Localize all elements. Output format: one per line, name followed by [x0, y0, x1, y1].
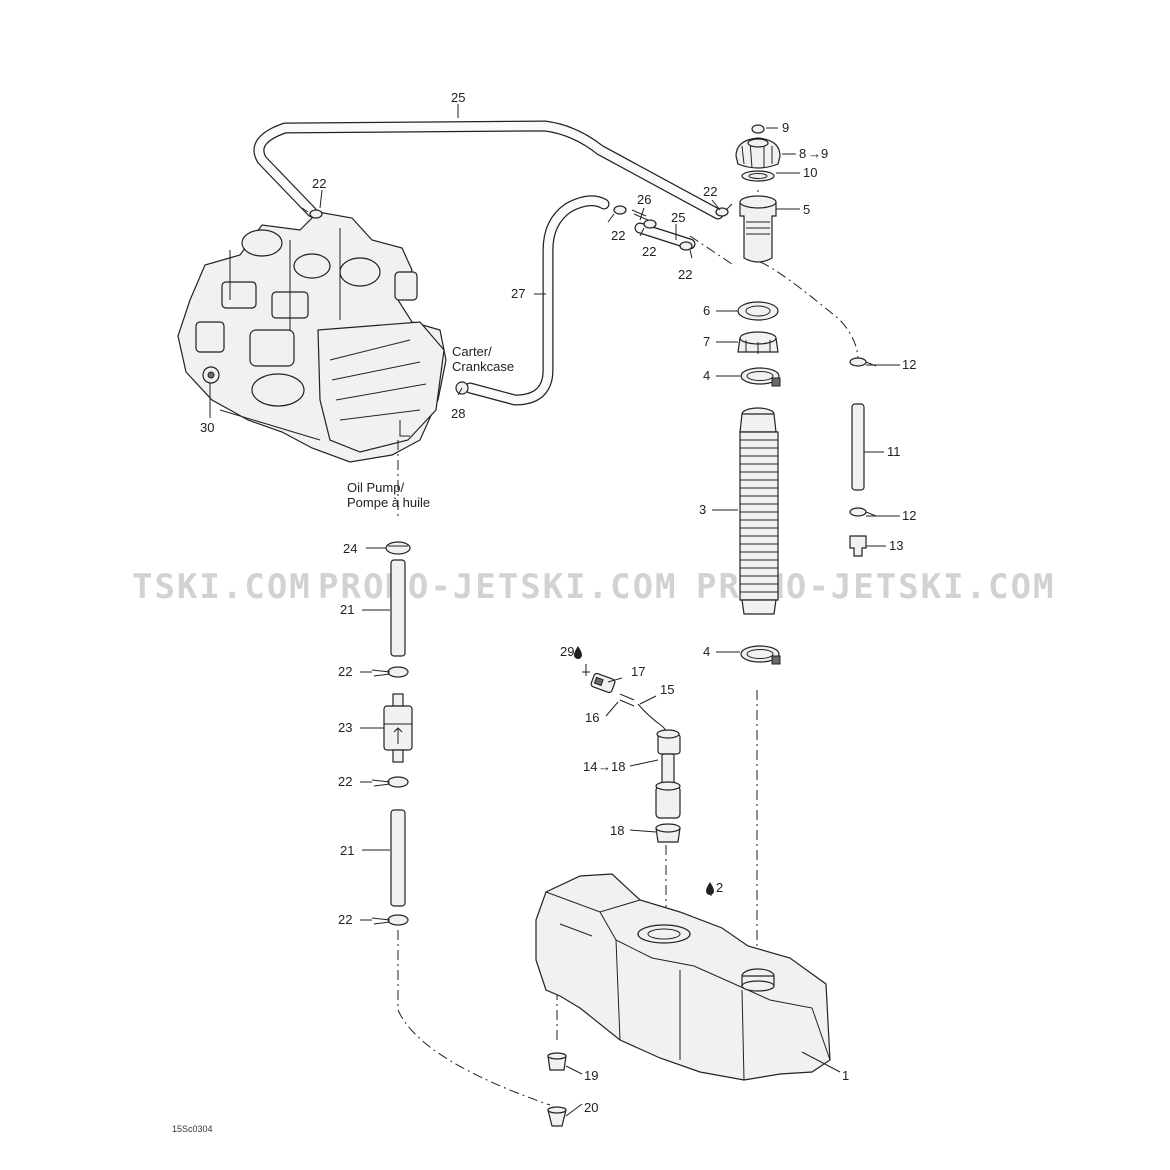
callout-19: 19: [584, 1068, 598, 1083]
callout-12: 12: [902, 508, 916, 523]
drop-icon: [706, 882, 714, 895]
oil-level-sensor-group: [582, 664, 681, 843]
callout-20: 20: [584, 1100, 598, 1115]
callout-23: 23: [338, 720, 352, 735]
oil-pump-label-en: Oil Pump/: [347, 480, 404, 495]
crankcase-label-fr: Carter/: [452, 344, 492, 359]
callout-27: 27: [511, 286, 525, 301]
crankcase-hose-27: [464, 195, 610, 406]
callout-22: 22: [703, 184, 717, 199]
callout-10: 10: [803, 165, 817, 180]
callout-8: 8: [799, 146, 806, 161]
filler-cap-group: [735, 124, 781, 387]
callout-22: 22: [611, 228, 625, 243]
callout-numbers: 25 22 9 8 → 9 10 5 22 26 25 22 22 22 27 …: [200, 90, 916, 1115]
watermark: TSKI.COM PROMO-JETSKI.COM PROMO-JETSKI.C…: [132, 567, 1054, 607]
callout-5: 5: [803, 202, 810, 217]
callout-6: 6: [703, 303, 710, 318]
callout-3: 3: [699, 502, 706, 517]
callout-1: 1: [842, 1068, 849, 1083]
vent-tube-group: [849, 357, 877, 557]
callout-22: 22: [312, 176, 326, 191]
callout-22: 22: [338, 664, 352, 679]
callout-7: 7: [703, 334, 710, 349]
sealant-drop-icons: [574, 646, 714, 895]
arrow-glyph: →: [598, 759, 611, 774]
drawing-code: 15Sc0304: [172, 1124, 213, 1134]
callout-16: 16: [585, 710, 599, 725]
callout-14-range-end: 18: [611, 759, 625, 774]
callout-25: 25: [671, 210, 685, 225]
callout-14: 14: [583, 759, 597, 774]
callout-24: 24: [343, 541, 357, 556]
drop-icon: [574, 646, 582, 659]
oil-supply-line-group: [371, 541, 413, 926]
callout-22: 22: [338, 912, 352, 927]
callout-leader-lines: [209, 104, 900, 1117]
callout-22: 22: [642, 244, 656, 259]
callout-30: 30: [200, 420, 214, 435]
callout-21: 21: [340, 843, 354, 858]
callout-26: 26: [637, 192, 651, 207]
bellows-filler-hose-3: [739, 407, 781, 665]
arrow-glyph: →: [808, 146, 821, 161]
callout-11: 11: [887, 444, 901, 459]
oil-tank-1: [535, 873, 831, 1081]
callout-9: 9: [782, 120, 789, 135]
callout-12: 12: [902, 357, 916, 372]
drain-fitting-group: [547, 1052, 567, 1127]
callout-8-range-end: 9: [821, 146, 828, 161]
callout-17: 17: [631, 664, 645, 679]
callout-4: 4: [703, 644, 710, 659]
engine-assembly: [177, 211, 468, 463]
oil-pump-label-fr: Pompe à huile: [347, 495, 430, 510]
watermark-middle: PROMO-JETSKI.COM: [318, 567, 678, 607]
callout-21: 21: [340, 602, 354, 617]
callout-4: 4: [703, 368, 710, 383]
crankcase-label-en: Crankcase: [452, 359, 514, 374]
callout-25: 25: [451, 90, 465, 105]
callout-22: 22: [678, 267, 692, 282]
callout-22: 22: [338, 774, 352, 789]
callout-29: 29: [560, 644, 574, 659]
callout-2: 2: [716, 880, 723, 895]
callout-13: 13: [889, 538, 903, 553]
callout-28: 28: [451, 406, 465, 421]
text-annotations: Carter/ Crankcase Oil Pump/ Pompe à huil…: [172, 344, 514, 1134]
vent-hose-25: [253, 120, 724, 250]
callout-15: 15: [660, 682, 674, 697]
callout-18: 18: [610, 823, 624, 838]
watermark-left: TSKI.COM: [132, 567, 312, 607]
upper-clamps-group: [301, 203, 733, 395]
